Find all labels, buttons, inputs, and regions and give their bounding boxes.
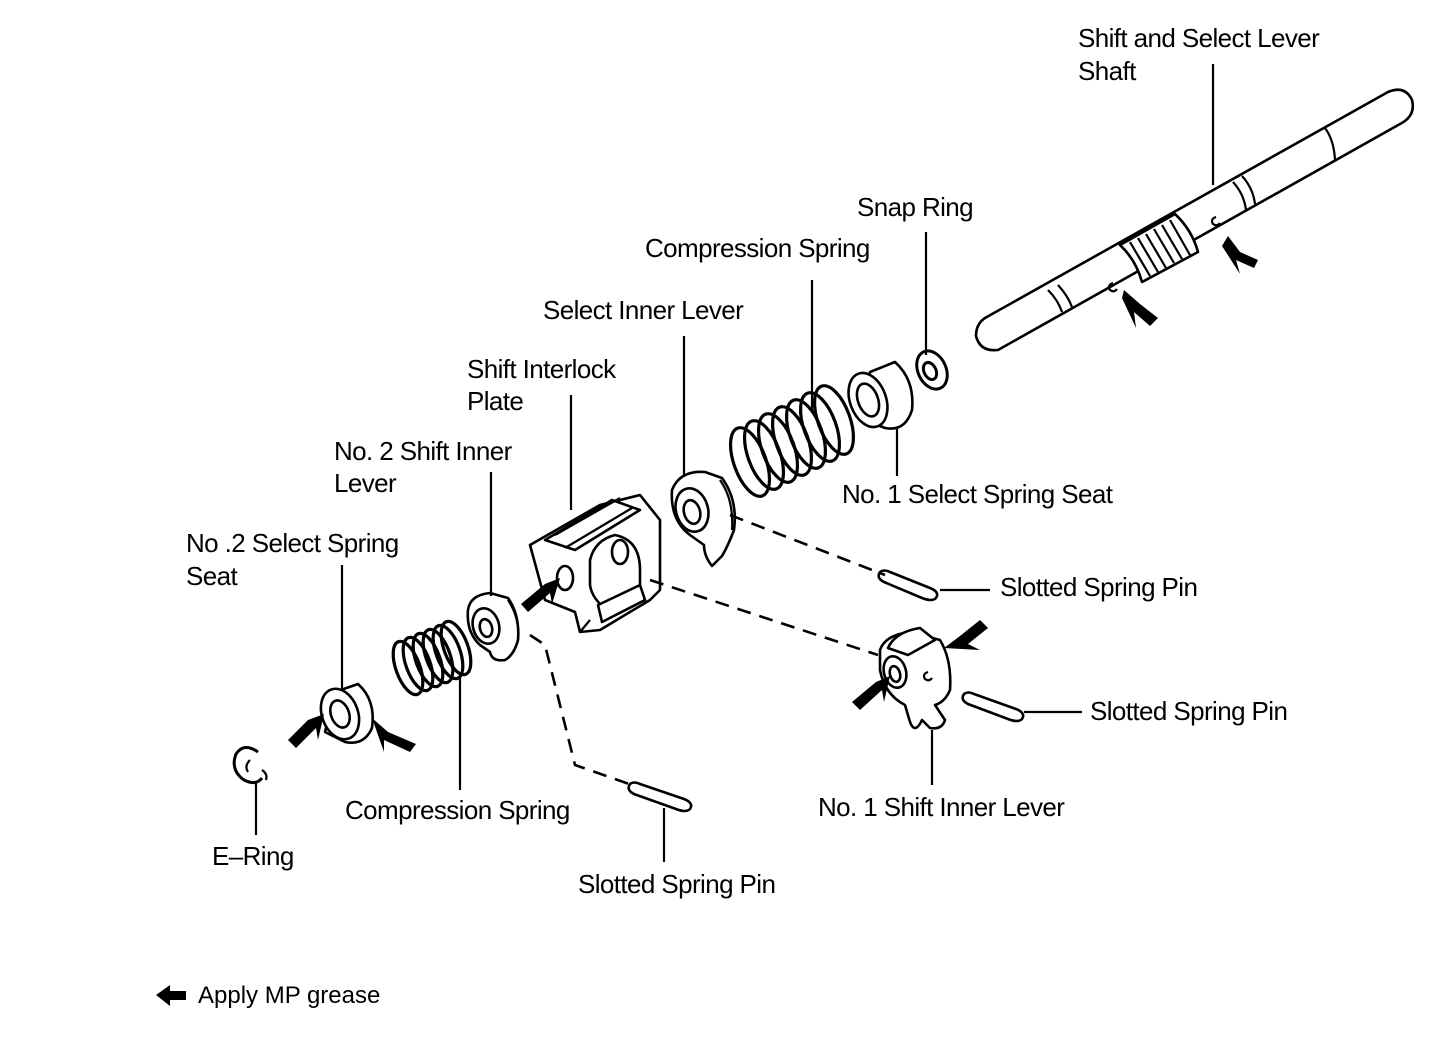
label-slotted-pin-2: Slotted Spring Pin xyxy=(1090,696,1287,726)
shift-interlock-plate xyxy=(528,493,662,634)
compression-spring-lower xyxy=(391,619,473,697)
label-no2-seat-line1: No .2 Select Spring xyxy=(186,528,399,558)
no1-select-spring-seat xyxy=(847,360,914,430)
grease-arrow-7 xyxy=(944,620,988,650)
e-ring xyxy=(232,746,268,785)
grease-arrows xyxy=(288,236,1258,752)
legend-arrow-icon xyxy=(156,985,186,1006)
label-shaft-line1: Shift and Select Lever xyxy=(1078,23,1320,53)
label-slotted-pin-3: Slotted Spring Pin xyxy=(578,869,775,899)
grease-arrow-4 xyxy=(288,714,324,748)
label-compression-spring-bottom: Compression Spring xyxy=(345,795,570,825)
label-no1-shift: No. 1 Shift Inner Lever xyxy=(818,792,1065,822)
select-inner-lever xyxy=(670,470,737,568)
label-select-inner-lever: Select Inner Lever xyxy=(543,295,744,325)
snap-ring xyxy=(915,349,949,391)
label-shaft-line2: Shaft xyxy=(1078,56,1137,86)
grease-arrow-1 xyxy=(1222,236,1258,274)
no1-shift-inner-lever xyxy=(878,626,952,730)
label-no2-seat-line2: Seat xyxy=(186,561,238,591)
label-interlock-line2: Plate xyxy=(467,386,523,416)
compression-spring-upper xyxy=(728,384,856,498)
assembly-line-interlock xyxy=(649,578,879,657)
legend-text: Apply MP grease xyxy=(198,982,380,1009)
assembly-line-select-lever xyxy=(729,513,886,577)
slotted-spring-pin-right xyxy=(961,691,1025,723)
slotted-spring-pin-lower xyxy=(627,781,693,813)
shift-select-lever-shaft xyxy=(974,88,1415,352)
label-no2-shift-line1: No. 2 Shift Inner xyxy=(334,436,513,466)
label-interlock-line1: Shift Interlock xyxy=(467,354,617,384)
label-e-ring: E–Ring xyxy=(212,841,294,871)
assembly-line-no2-lever xyxy=(529,633,633,787)
label-no2-shift-line2: Lever xyxy=(334,468,397,498)
label-slotted-pin-1: Slotted Spring Pin xyxy=(1000,572,1197,602)
label-no1-seat: No. 1 Select Spring Seat xyxy=(842,479,1114,509)
grease-arrow-5 xyxy=(372,718,416,752)
legend: Apply MP grease xyxy=(156,982,380,1009)
label-compression-spring-top: Compression Spring xyxy=(645,233,870,263)
grease-arrow-2 xyxy=(1122,290,1158,328)
grease-arrow-6 xyxy=(852,676,890,710)
slotted-spring-pin-upper xyxy=(877,569,939,602)
no2-select-spring-seat xyxy=(319,682,374,744)
part-labels: Shift and Select Lever Shaft Snap Ring C… xyxy=(186,23,1321,899)
label-snap-ring: Snap Ring xyxy=(857,192,973,222)
leader-lines xyxy=(254,64,1215,862)
no2-shift-inner-lever xyxy=(466,591,520,662)
grease-arrow-3 xyxy=(521,578,560,612)
